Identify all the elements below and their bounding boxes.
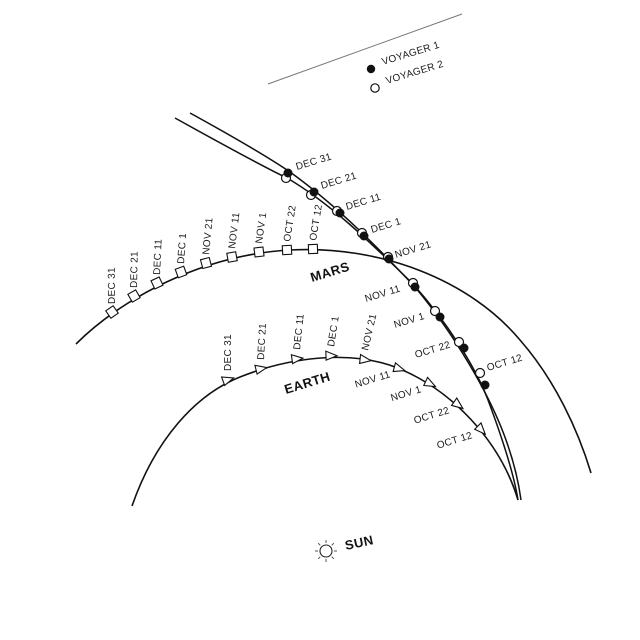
sun-group: SUN (315, 532, 375, 562)
trajectory-date-label: DEC 31 (295, 152, 334, 173)
mars-date-label: NOV 11 (227, 212, 242, 250)
mars-date-label: DEC 31 (107, 267, 118, 304)
voyager1-legend-marker-icon (366, 64, 376, 74)
earth-triangle-marker-icon (325, 350, 339, 361)
voyager1-filled-circle-marker-icon (480, 380, 490, 390)
voyager1-filled-circle-marker-icon (309, 187, 319, 197)
trajectory-date-label: NOV 11 (364, 284, 402, 305)
mars-date-label: NOV 21 (201, 217, 216, 255)
voyager2-open-circle-marker-icon (429, 305, 441, 317)
earth-date-label: NOV 11 (354, 369, 392, 390)
mars-square-marker-icon (127, 289, 141, 303)
trajectory-date-label: DEC 1 (370, 216, 403, 236)
earth-date-label: OCT 22 (413, 405, 451, 426)
trajectory-date-label: OCT 22 (414, 340, 452, 361)
earth-date-label: NOV 1 (390, 384, 423, 404)
mars-date-label: NOV 1 (254, 212, 269, 245)
mars-date-label: DEC 1 (176, 232, 189, 264)
mars-square-marker-icon (150, 276, 164, 290)
mars-square-marker-icon (226, 251, 238, 263)
earth-date-label: DEC 1 (326, 315, 342, 347)
voyager2-legend-marker-icon (370, 83, 380, 93)
earth-date-label: DEC 11 (292, 313, 307, 350)
earth-date-label: NOV 21 (360, 313, 379, 352)
earth-date-label: DEC 31 (223, 334, 234, 371)
earth-triangle-marker-icon (290, 353, 305, 365)
earth-label: EARTH (282, 369, 332, 397)
legend: VOYAGER 1 VOYAGER 2 (267, 13, 463, 93)
mars-square-marker-icon (104, 304, 120, 320)
voyager1-filled-circle-marker-icon (384, 254, 394, 264)
voyager1-trajectory-path (189, 112, 522, 501)
earth-triangle-marker-icon (220, 376, 236, 387)
voyager1-filled-circle-marker-icon (410, 282, 420, 292)
trajectory-date-label: DEC 21 (320, 171, 359, 192)
mars-square-marker-icon (253, 246, 265, 258)
trajectory-date-label: NOV 21 (394, 239, 433, 260)
earth-triangle-marker-icon (450, 397, 465, 410)
mars-square-marker-icon (281, 244, 293, 256)
mars-label: MARS (308, 259, 351, 285)
earth-date-label: DEC 21 (256, 323, 269, 360)
mars-square-marker-icon (199, 256, 213, 270)
earth-triangle-marker-icon (473, 421, 487, 436)
voyager1-filled-circle-marker-icon (459, 343, 469, 353)
sun-label: SUN (344, 532, 375, 553)
mars-date-markers: DEC 31 DEC 21 DEC 11 DEC 1 NOV 21 NOV 11 NOV 1… (104, 203, 325, 320)
trajectory-date-label: DEC 11 (345, 192, 383, 213)
trajectory-date-label: NOV 1 (393, 311, 426, 331)
mars-date-label: OCT 22 (282, 204, 299, 242)
earth-date-label: OCT 12 (436, 430, 474, 451)
mars-square-marker-icon (307, 243, 319, 255)
voyager1-filled-circle-marker-icon (359, 231, 369, 241)
earth-triangle-marker-icon (254, 364, 269, 375)
voyager1-filled-circle-marker-icon (435, 312, 445, 322)
mars-square-marker-icon (174, 265, 188, 279)
earth-orbit-path (131, 356, 519, 507)
voyager1-date-markers (283, 168, 490, 390)
voyager1-filled-circle-marker-icon (335, 208, 345, 218)
legend-separator-line (267, 13, 463, 85)
earth-triangle-marker-icon (392, 361, 407, 373)
mars-date-label: DEC 21 (129, 251, 141, 288)
voyager2-open-circle-marker-icon (453, 336, 465, 348)
voyager1-filled-circle-marker-icon (283, 168, 293, 178)
sun-icon (315, 540, 337, 562)
voyager2-open-circle-marker-icon (474, 367, 486, 379)
mars-date-label: OCT 12 (308, 203, 325, 241)
earth-triangle-marker-icon (358, 353, 373, 365)
mars-date-label: DEC 11 (152, 238, 165, 275)
earth-triangle-marker-icon (422, 376, 437, 388)
trajectory-date-label: OCT 12 (486, 353, 524, 374)
